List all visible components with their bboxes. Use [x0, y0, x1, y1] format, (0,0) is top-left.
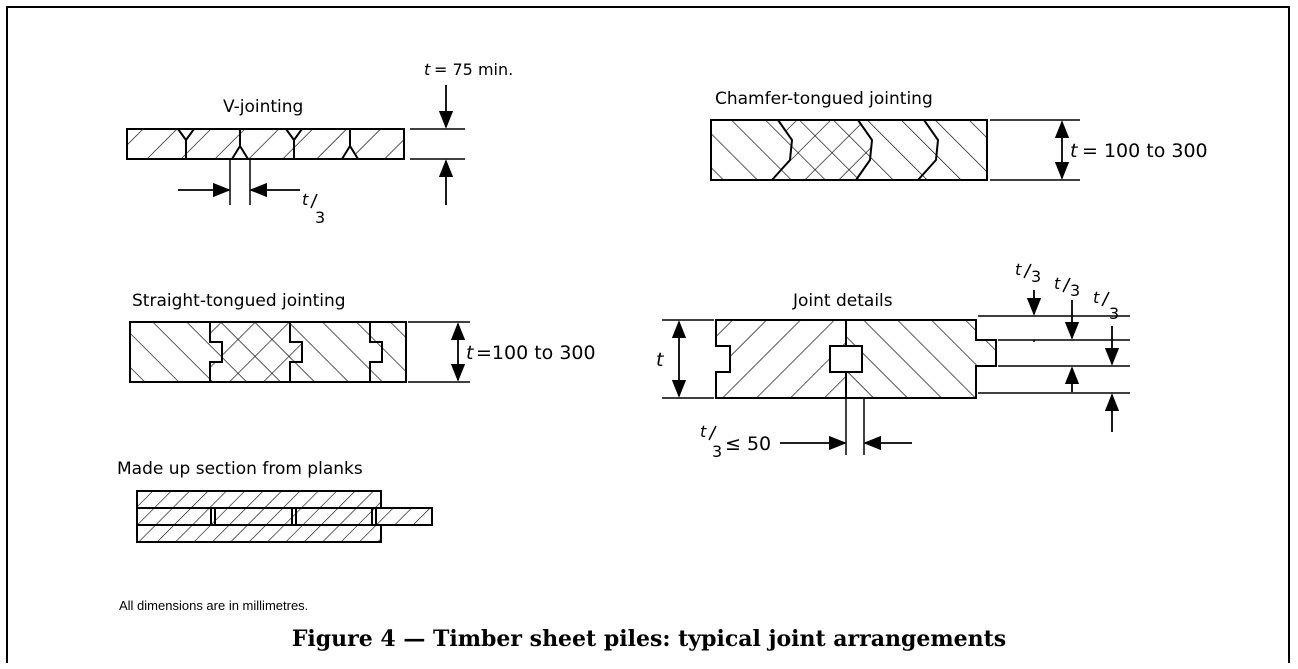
straight-label: Straight-tongued jointing [132, 291, 346, 311]
joint-details-label: Joint details [792, 291, 893, 311]
joint-details-section: Joint details t t 3 ≤ 50 t 3 [656, 260, 1130, 461]
made-up-label: Made up section from planks [117, 459, 363, 479]
figure-frame [6, 6, 1290, 663]
made-up-section: Made up section from planks [117, 459, 433, 543]
figure-caption: Figure 4 — Timber sheet piles: typical j… [291, 626, 1007, 652]
v-third-num: t [302, 190, 309, 209]
joint-third-num: t [700, 422, 707, 441]
chamfer-t-value: = 100 to 300 [1082, 140, 1208, 162]
r2-third-den: 3 [1070, 281, 1080, 300]
r3-third-num: t [1093, 288, 1100, 307]
r1-third-den: 3 [1031, 267, 1041, 286]
chamfer-tongued-section: Chamfer-tongued jointing t = 100 to 300 [710, 89, 1208, 181]
v-jointing-section: V-jointing t 3 t = 75 min. [126, 60, 513, 227]
v-t-value: = 75 min. [434, 60, 513, 79]
v-t-symbol: t [424, 60, 431, 79]
units-note: All dimensions are in millimetres. [119, 598, 309, 613]
joint-le-50: ≤ 50 [725, 433, 771, 455]
r2-third-num: t [1054, 274, 1061, 293]
chamfer-t-symbol: t [1070, 140, 1079, 162]
straight-tongued-section: Straight-tongued jointing t =100 to 300 [129, 291, 596, 383]
v-jointing-label: V-jointing [223, 97, 303, 117]
straight-t-symbol: t [466, 342, 475, 364]
straight-t-value: =100 to 300 [476, 342, 596, 364]
r1-third-num: t [1015, 260, 1022, 279]
r3-third-den: 3 [1109, 304, 1119, 323]
v-third-den: 3 [315, 208, 325, 227]
joint-third-den: 3 [712, 442, 722, 461]
joint-t-symbol: t [656, 349, 665, 371]
chamfer-label: Chamfer-tongued jointing [715, 89, 933, 109]
